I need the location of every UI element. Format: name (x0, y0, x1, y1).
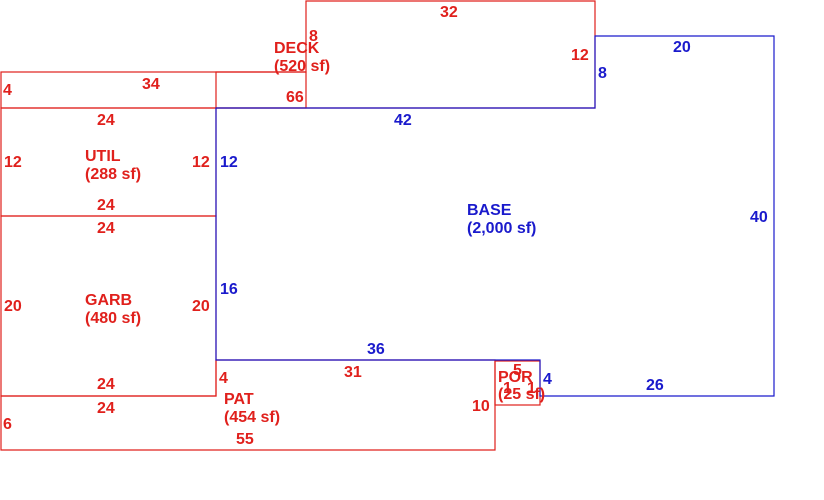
dim-garb-left: 20 (4, 298, 22, 315)
dim-garb-right: 20 (192, 298, 210, 315)
dim-strip-top: 34 (142, 76, 160, 93)
util-label: UTIL (85, 148, 121, 165)
base-label: BASE (467, 202, 512, 219)
dim-deck-top: 32 (440, 4, 458, 21)
base-area: (2,000 sf) (467, 220, 536, 237)
garb-area: (480 sf) (85, 310, 141, 327)
dim-por-left: 1 (503, 380, 512, 397)
dim-pat-top: 31 (344, 364, 362, 381)
por-label: POR (498, 369, 533, 386)
por-area: (25 sf) (498, 386, 545, 403)
dim-deck-right: 12 (571, 47, 589, 64)
dim-por-top: 5 (513, 362, 522, 379)
dim-garb-top: 24 (97, 220, 115, 237)
dim-pat-top-garb: 24 (97, 400, 115, 417)
deck-label: DECK (274, 40, 320, 57)
dim-base-step: 8 (598, 65, 607, 82)
deck-area: (520 sf) (274, 58, 330, 75)
dim-base-bottom-right: 26 (646, 377, 664, 394)
dim-base-left-lower: 16 (220, 281, 238, 298)
dim-base-bottom: 36 (367, 341, 385, 358)
dim-util-right: 12 (192, 154, 210, 171)
dim-util-bottom: 24 (97, 197, 115, 214)
dim-base-notch: 4 (543, 371, 552, 388)
util-area: (288 sf) (85, 166, 141, 183)
dim-por-right: 1 (527, 380, 536, 397)
dim-pat-bottom: 55 (236, 431, 254, 448)
dim-strip-left: 4 (3, 82, 12, 99)
dim-strip-bottom: 66 (286, 89, 304, 106)
dim-pat-left-edge: 6 (3, 416, 12, 433)
garb-label: GARB (85, 292, 132, 309)
dim-garb-bottom: 24 (97, 376, 115, 393)
pat-area: (454 sf) (224, 409, 280, 426)
dim-deck-left: 8 (309, 28, 318, 45)
base-outline (215, 35, 775, 397)
dim-pat-right: 10 (472, 398, 490, 415)
dim-base-left-upper: 12 (220, 154, 238, 171)
dim-base-top: 42 (394, 112, 412, 129)
pat-label: PAT (224, 391, 254, 408)
dim-base-right: 40 (750, 209, 768, 226)
dim-util-left: 12 (4, 154, 22, 171)
dim-base-top-right: 20 (673, 39, 691, 56)
deck-outline (215, 0, 596, 109)
dim-pat-left: 4 (219, 370, 228, 387)
dim-util-top: 24 (97, 112, 115, 129)
